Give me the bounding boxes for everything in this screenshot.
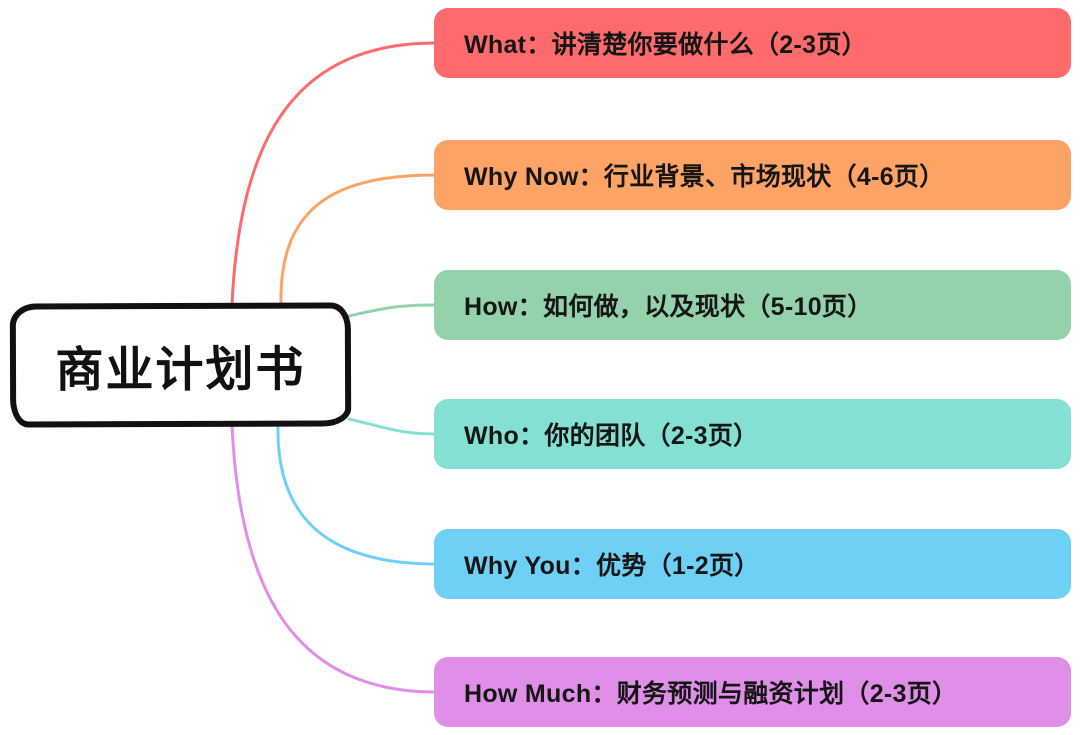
branch-label-how: How：如何做，以及现状（5-10页） [464,293,873,321]
center-root-label: 商业计划书 [55,343,306,398]
branch-label-why-now: Why Now：行业背景、市场现状（4-6页） [464,163,945,191]
connector-who [347,417,438,436]
branch-label-why-you: Why You：优势（1-2页） [464,552,760,580]
connector-how [347,303,438,318]
branch-node-why-you[interactable]: Why You：优势（1-2页） [434,529,1071,599]
connector-how-much [230,423,438,694]
branch-node-how-much[interactable]: How Much：财务预测与融资计划（2-3页） [434,657,1071,727]
branch-node-who[interactable]: Who：你的团队（2-3页） [434,399,1071,469]
connector-why-now [279,173,438,307]
branch-label-how-much: How Much：财务预测与融资计划（2-3页） [464,680,958,708]
branch-node-what[interactable]: What：讲清楚你要做什么（2-3页） [434,8,1071,78]
branch-label-who: Who：你的团队（2-3页） [464,422,759,450]
connector-what [230,41,438,307]
branch-node-how[interactable]: How：如何做，以及现状（5-10页） [434,270,1071,340]
branch-node-why-now[interactable]: Why Now：行业背景、市场现状（4-6页） [434,140,1071,210]
connector-why-you [276,423,438,566]
branch-label-what: What：讲清楚你要做什么（2-3页） [464,31,867,59]
center-root-node[interactable]: 商业计划书 [9,302,352,428]
